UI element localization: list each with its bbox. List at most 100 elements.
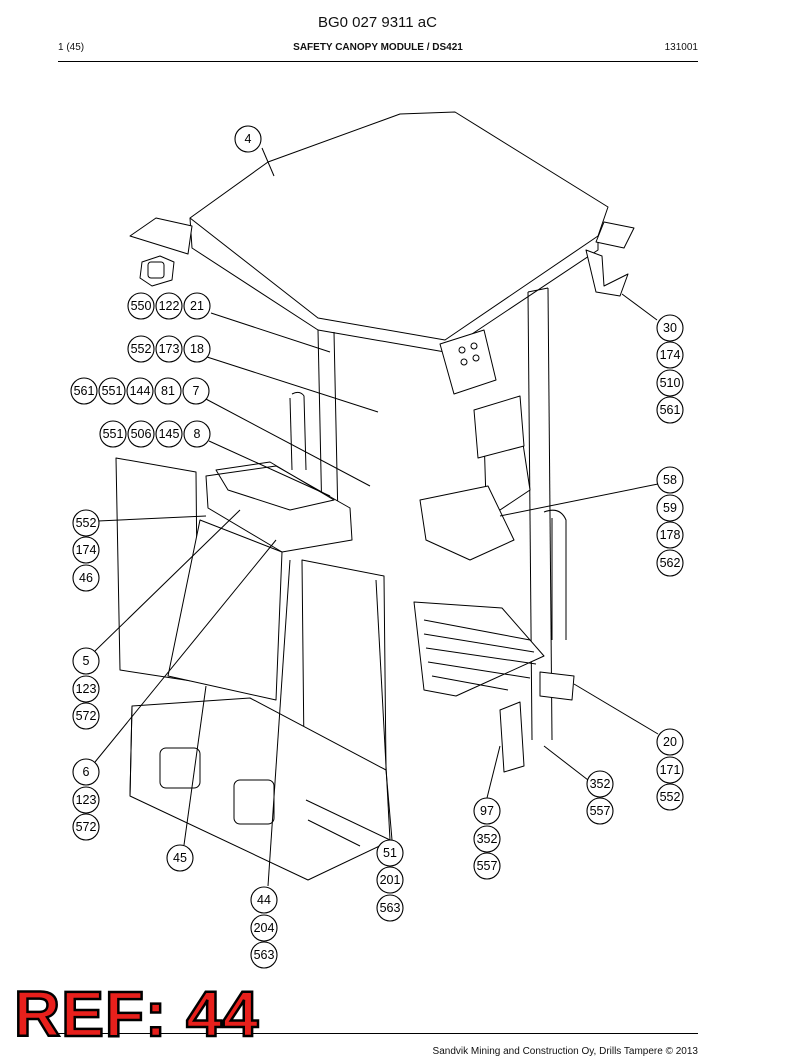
- callout-bubble: 97: [473, 797, 501, 825]
- callout-label: 8: [194, 427, 201, 441]
- callout-label: 352: [590, 777, 611, 791]
- callout-bubble: 59: [656, 494, 684, 522]
- header-divider: [58, 61, 698, 62]
- callout-bubble: 561: [70, 377, 98, 405]
- callout-label: 572: [76, 709, 97, 723]
- date-code: 131001: [664, 42, 698, 53]
- footer-copyright: Sandvik Mining and Construction Oy, Dril…: [432, 1046, 698, 1057]
- callout-bubble: 572: [72, 702, 100, 730]
- document-code: BG0 027 9311 aC: [318, 14, 437, 31]
- callout-label: 21: [190, 299, 204, 313]
- callout-bubble: 552: [72, 509, 100, 537]
- callout-bubble: 144: [126, 377, 154, 405]
- callout-label: 561: [74, 384, 95, 398]
- callout-bubble: 145: [155, 420, 183, 448]
- callout-label: 45: [173, 851, 187, 865]
- callout-label: 30: [663, 321, 677, 335]
- callout-bubble: 204: [250, 914, 278, 942]
- callout-bubble: 46: [72, 564, 100, 592]
- callout-bubble: 551: [98, 377, 126, 405]
- callout-label: 557: [590, 804, 611, 818]
- callout-bubble: 58: [656, 466, 684, 494]
- callout-label: 174: [76, 543, 97, 557]
- callout-label: 174: [660, 348, 681, 362]
- callout-bubble: 173: [155, 335, 183, 363]
- callout-label: 51: [383, 846, 397, 860]
- page-number: 1 (45): [58, 42, 85, 53]
- callout-label: 18: [190, 342, 204, 356]
- callout-bubble: 122: [155, 292, 183, 320]
- callout-bubble: 51: [376, 839, 404, 867]
- callout-label: 552: [660, 790, 681, 804]
- callout-bubble: 174: [72, 536, 100, 564]
- callout-bubble: 6: [72, 758, 100, 786]
- callout-bubble: 174: [656, 341, 684, 369]
- callout-label: 178: [660, 528, 681, 542]
- callout-bubble: 561: [656, 396, 684, 424]
- callout-bubble: 171: [656, 756, 684, 784]
- callout-group: 4 550 122 21 552 173 18 561 551 144 81 7…: [70, 125, 684, 969]
- callout-label: 557: [477, 859, 498, 873]
- callout-label: 20: [663, 735, 677, 749]
- callout-label: 58: [663, 473, 677, 487]
- callout-bubble: 352: [586, 770, 614, 798]
- callout-bubble: 123: [72, 675, 100, 703]
- callout-bubble: 81: [154, 377, 182, 405]
- callout-bubble: 123: [72, 786, 100, 814]
- callout-bubble: 7: [182, 377, 210, 405]
- callout-bubble: 510: [656, 369, 684, 397]
- callout-label: 550: [131, 299, 152, 313]
- page-header: SAFETY CANOPY MODULE / DS421 1 (45) 1310…: [58, 42, 698, 56]
- callout-label: 145: [159, 427, 180, 441]
- callout-label: 506: [131, 427, 152, 441]
- reference-label: REF: 44: [13, 978, 260, 1050]
- callout-bubble: 30: [656, 314, 684, 342]
- callout-bubble: 20: [656, 728, 684, 756]
- callout-label: 44: [257, 893, 271, 907]
- callout-label: 5: [83, 654, 90, 668]
- canopy-assembly-illustration: [115, 111, 635, 881]
- callout-bubble: 352: [473, 825, 501, 853]
- callout-bubble: 45: [166, 844, 194, 872]
- callout-label: 561: [660, 403, 681, 417]
- callout-label: 97: [480, 804, 494, 818]
- callout-label: 123: [76, 793, 97, 807]
- callout-label: 59: [663, 501, 677, 515]
- callout-bubble: 44: [250, 886, 278, 914]
- callout-label: 352: [477, 832, 498, 846]
- callout-bubble: 21: [183, 292, 211, 320]
- callout-label: 4: [245, 132, 252, 146]
- callout-bubble: 563: [250, 941, 278, 969]
- leader-lines: [94, 147, 659, 887]
- page-title: SAFETY CANOPY MODULE / DS421: [293, 42, 463, 53]
- callout-label: 552: [131, 342, 152, 356]
- footer-divider: [58, 1033, 698, 1034]
- callout-label: 563: [254, 948, 275, 962]
- callout-label: 46: [79, 571, 93, 585]
- callout-bubble: 4: [234, 125, 262, 153]
- callout-label: 551: [103, 427, 124, 441]
- callout-bubble: 552: [656, 783, 684, 811]
- callout-bubble: 201: [376, 866, 404, 894]
- callout-label: 144: [130, 384, 151, 398]
- callout-bubble: 178: [656, 521, 684, 549]
- callout-bubble: 18: [183, 335, 211, 363]
- callout-label: 510: [660, 376, 681, 390]
- callout-bubble: 550: [127, 292, 155, 320]
- callout-bubble: 572: [72, 813, 100, 841]
- callout-label: 123: [76, 682, 97, 696]
- callout-label: 551: [102, 384, 123, 398]
- callout-label: 552: [76, 516, 97, 530]
- callout-bubble: 506: [127, 420, 155, 448]
- callout-label: 171: [660, 763, 681, 777]
- callout-label: 81: [161, 384, 175, 398]
- callout-label: 204: [254, 921, 275, 935]
- callout-bubble: 557: [586, 797, 614, 825]
- callout-label: 563: [380, 901, 401, 915]
- callout-bubble: 552: [127, 335, 155, 363]
- callout-bubble: 562: [656, 549, 684, 577]
- callout-bubble: 563: [376, 894, 404, 922]
- callout-bubble: 551: [99, 420, 127, 448]
- callout-label: 7: [193, 384, 200, 398]
